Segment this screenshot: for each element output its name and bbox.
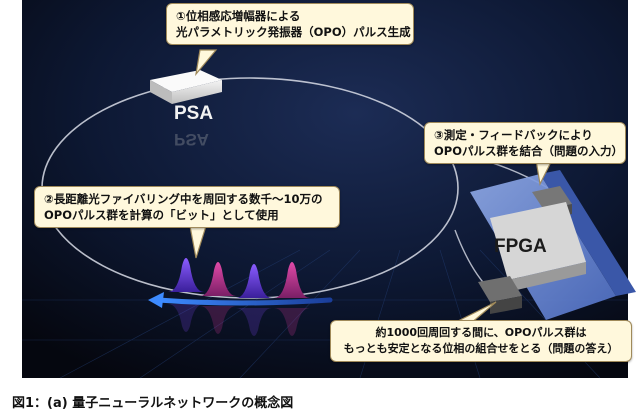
callout-fiber-ring-line1: ②長距離光ファイバリング中を周回する数千～10万の xyxy=(44,192,323,206)
pulse-reflections xyxy=(168,304,310,336)
fpga-label: FPGA xyxy=(494,236,547,257)
pulse-2 xyxy=(200,262,236,296)
pulse-3 xyxy=(236,264,272,298)
pulse-4 xyxy=(274,262,310,298)
callout-fpga-line1: ③測定・フィードバックにより xyxy=(434,128,593,142)
psa-label: PSA xyxy=(174,103,213,124)
callout-answer-line1: 約1000回周回する間に、OPOパルス群は xyxy=(375,326,587,339)
c1-pointer xyxy=(195,49,218,77)
figure-caption: 図1：(a) 量子ニューラルネットワークの概念図 xyxy=(12,396,294,411)
callout-fpga-line2: OPOパルス群を結合（問題の入力） xyxy=(434,144,623,158)
floor-grid xyxy=(22,249,628,379)
pulse-1 xyxy=(168,258,204,292)
callout-fpga: ③測定・フィードバックにより OPOパルス群を結合（問題の入力） xyxy=(424,122,626,164)
callout-fiber-ring: ②長距離光ファイバリング中を周回する数千～10万の OPOパルス群を計算の「ビッ… xyxy=(34,186,340,228)
opo-pulses xyxy=(168,258,310,298)
psa-device: PSA PSA xyxy=(150,70,222,149)
circulation-arrow xyxy=(148,292,333,308)
callout-psa-line2: 光パラメトリック発振器（OPO）パルス生成 xyxy=(176,25,411,39)
psa-reflection-label: PSA xyxy=(174,130,209,149)
fpga-device: FPGA xyxy=(470,170,636,320)
callout-answer-line2: もっとも安定となる位相の組合せをとる（問題の答え） xyxy=(343,342,619,355)
callout-answer: 約1000回周回する間に、OPOパルス群は もっとも安定となる位相の組合せをとる… xyxy=(330,320,632,362)
callout-psa: ①位相感応増幅器による 光パラメトリック発振器（OPO）パルス生成 xyxy=(166,3,414,45)
callout-psa-line1: ①位相感応増幅器による xyxy=(176,9,301,23)
callout-fiber-ring-line2: OPOパルス群を計算の「ビット」として使用 xyxy=(44,208,279,222)
